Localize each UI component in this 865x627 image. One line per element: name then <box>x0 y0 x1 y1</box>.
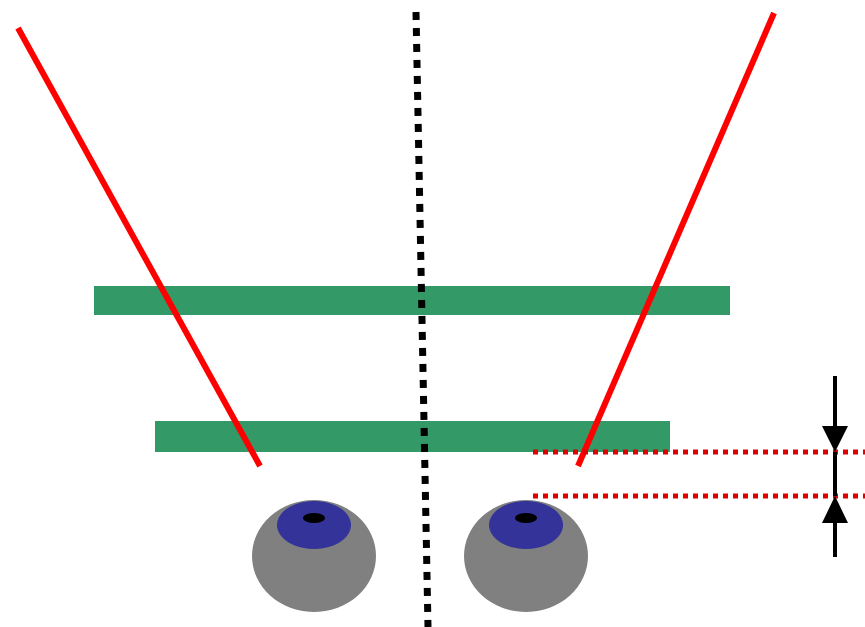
left-pupil <box>303 513 325 523</box>
left-eye <box>252 500 376 612</box>
left-ray-line <box>15 26 263 468</box>
right-ray-line <box>575 11 777 468</box>
right-iris <box>489 501 563 549</box>
left-iris <box>277 501 351 549</box>
front-lens-plate <box>94 286 730 315</box>
up-arrow-icon <box>822 496 848 523</box>
center-axis-line <box>412 11 432 627</box>
down-arrow-icon <box>822 426 848 452</box>
right-eye <box>464 500 588 612</box>
dimension-marker <box>822 376 848 557</box>
right-pupil <box>515 513 537 523</box>
